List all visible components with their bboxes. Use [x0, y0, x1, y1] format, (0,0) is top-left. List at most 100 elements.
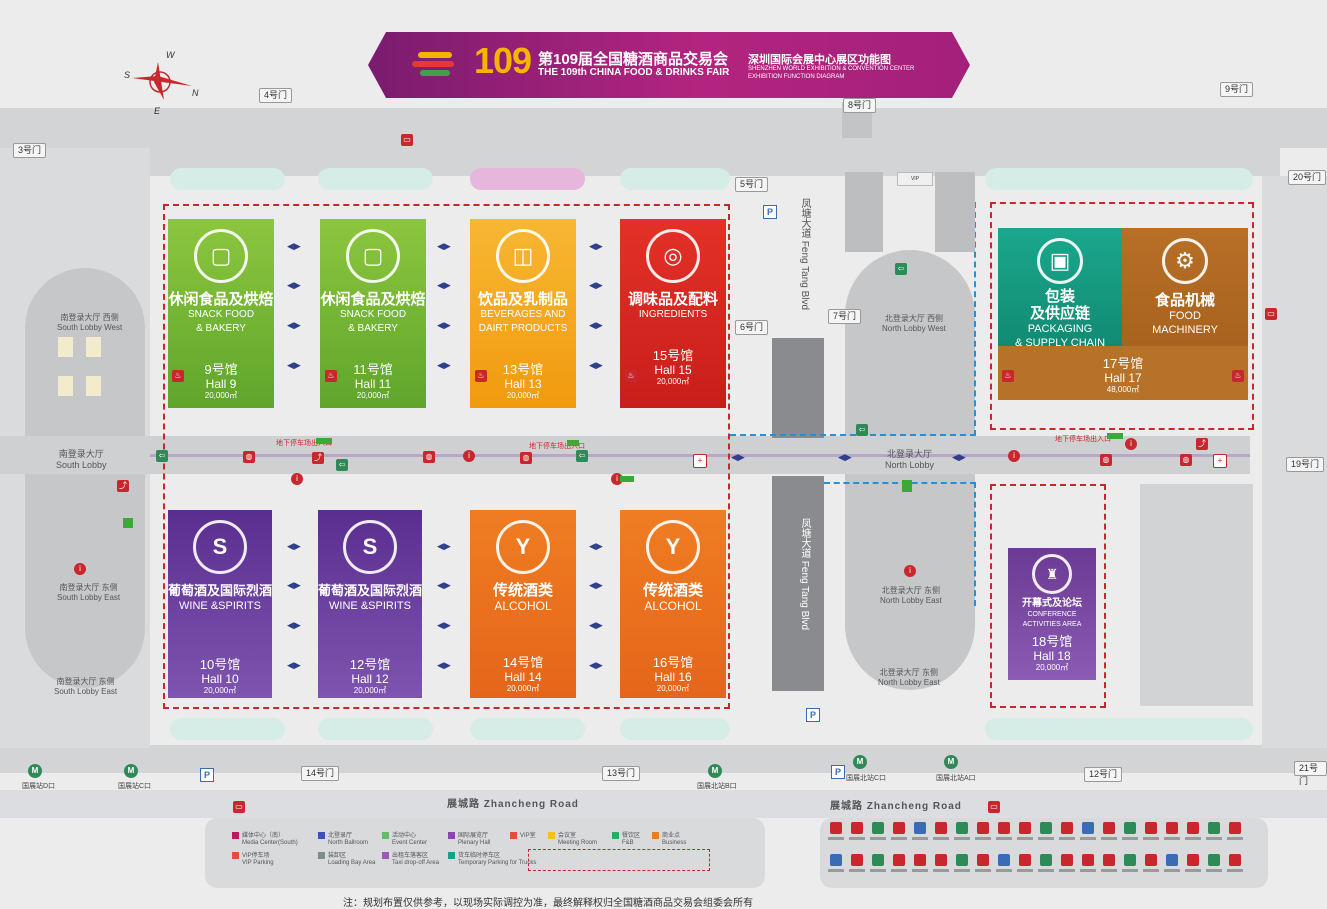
- gate-19[interactable]: 19号门: [1286, 457, 1325, 472]
- hall-16[interactable]: Y 传统酒类 ALCOHOL 16号馆 Hall 16 20,000㎡: [620, 510, 726, 698]
- exit-icon[interactable]: ⇦: [576, 450, 588, 462]
- hall-number-en: Hall 9: [205, 377, 237, 391]
- legend-symbol-icon: [1019, 822, 1031, 834]
- hall-category-cn: 葡萄酒及国际烈酒: [318, 583, 423, 598]
- hall-number-en: Hall 10: [201, 672, 239, 686]
- hall-17-machinery[interactable]: ⚙ 食品机械 FOOD MACHINERY: [1122, 228, 1248, 346]
- info-icon[interactable]: i: [74, 563, 86, 575]
- first-aid-icon[interactable]: +: [1213, 454, 1227, 468]
- legend-symbol-caption: [912, 869, 928, 872]
- compass-e: E: [154, 106, 161, 116]
- gate-6[interactable]: 6号门: [735, 320, 769, 335]
- metro-icon[interactable]: M: [708, 764, 722, 778]
- gate-12[interactable]: 12号门: [1084, 767, 1123, 782]
- hall-11[interactable]: ▢ 休闲食品及烘焙 SNACK FOOD & BAKERY 11号馆 Hall …: [320, 219, 426, 408]
- parking-icon[interactable]: P: [806, 708, 820, 722]
- legend-symbol-icon: [851, 854, 863, 866]
- legend-symbol-caption: [1122, 869, 1138, 872]
- hall-area: 48,000㎡: [1106, 385, 1140, 394]
- gate-21[interactable]: 21号门: [1294, 761, 1327, 786]
- hall-category-cn: 传统酒类: [492, 582, 553, 599]
- legend-symbol-grid: [828, 822, 1260, 884]
- pavilion: [86, 376, 101, 396]
- compass-w: W: [166, 50, 175, 60]
- info-icon[interactable]: i: [463, 450, 475, 462]
- exit-icon[interactable]: ⇦: [336, 459, 348, 471]
- metro-icon[interactable]: M: [28, 764, 42, 778]
- hall-17[interactable]: ▣ 包装 及供应链 PACKAGING & SUPPLY CHAIN ⚙ 食品机…: [998, 228, 1248, 400]
- legend-symbol-icon: [998, 854, 1010, 866]
- parking-icon[interactable]: P: [200, 768, 214, 782]
- hall-15[interactable]: ◎ 调味品及配料 INGREDIENTS 15号馆 Hall 15 20,000…: [620, 219, 726, 408]
- arrow-icon: ◀▶: [287, 360, 301, 370]
- arrow-icon: ◀▶: [287, 620, 301, 630]
- legend-symbol-caption: [1227, 869, 1243, 872]
- hall-13[interactable]: ◫ 饮品及乳制品 BEVERAGES AND DAIRT PRODUCTS 13…: [470, 219, 576, 408]
- legend-symbol-icon: [830, 854, 842, 866]
- metro-icon[interactable]: M: [853, 755, 867, 769]
- hall-category-cn: 饮品及乳制品: [477, 291, 568, 308]
- hall-19-block: [1140, 484, 1253, 706]
- parking-icon[interactable]: P: [763, 205, 777, 219]
- metro-label: 国展站D口: [22, 783, 56, 790]
- info-icon[interactable]: i: [1008, 450, 1020, 462]
- exit-icon[interactable]: ⇦: [895, 263, 907, 275]
- hall-12[interactable]: S 葡萄酒及国际烈酒 WINE &SPIRITS 12号馆 Hall 12 20…: [318, 510, 422, 698]
- info-icon[interactable]: i: [1125, 438, 1137, 450]
- gate-13[interactable]: 13号门: [602, 766, 641, 781]
- car-icon: ▭: [401, 134, 413, 146]
- info-icon[interactable]: i: [904, 565, 916, 577]
- metro-icon[interactable]: M: [944, 755, 958, 769]
- hall-area: 20,000㎡: [656, 377, 690, 386]
- zone-hall-17: [990, 202, 1254, 430]
- gate-4[interactable]: 4号门: [259, 88, 293, 103]
- parking-icon[interactable]: P: [831, 765, 845, 779]
- lawn: [318, 168, 433, 190]
- green-marker: [902, 480, 912, 492]
- gate-9[interactable]: 9号门: [1220, 82, 1254, 97]
- garage-entrance-label: 地下停车场出入口: [276, 440, 332, 447]
- gate-3[interactable]: 3号门: [13, 143, 47, 158]
- hall-18[interactable]: ♜ 开幕式及论坛 CONFERENCE ACTIVITIES AREA 18号馆…: [1008, 548, 1096, 680]
- gate-7[interactable]: 7号门: [828, 309, 862, 324]
- arrow-icon: ◀▶: [437, 620, 451, 630]
- legend-symbol-icon: [935, 854, 947, 866]
- hall-number-en: Hall 14: [504, 670, 542, 684]
- legend-symbol-icon: [1019, 854, 1031, 866]
- arrow-icon: ◀▶: [589, 580, 603, 590]
- hall-17-packaging[interactable]: ▣ 包装 及供应链 PACKAGING & SUPPLY CHAIN: [998, 228, 1122, 349]
- lawn: [620, 718, 730, 740]
- gate-20[interactable]: 20号门: [1288, 170, 1327, 185]
- toilet-icon: ◍: [423, 451, 435, 463]
- gate-14[interactable]: 14号门: [301, 766, 340, 781]
- hall-number-en: Hall 16: [654, 670, 692, 684]
- hall-number-en: Hall 11: [354, 377, 392, 391]
- map-subtitle-en1: SHENZHEN WORLD EXHIBITION & CONVENTION C…: [748, 66, 915, 72]
- gate-8[interactable]: 8号门: [843, 98, 877, 113]
- exit-icon[interactable]: ⇦: [156, 450, 168, 462]
- footnote: 注：规划布置仅供参考，以现场实际调控为准，最终解释权归全国糖酒商品交易会组委会所…: [343, 898, 753, 909]
- legend-symbol-icon: [1208, 854, 1220, 866]
- legend-symbol-icon: [1229, 822, 1241, 834]
- legend-symbol-caption: [1038, 869, 1054, 872]
- legend-item: 媒体中心（南）Media Center(South): [232, 832, 298, 847]
- metro-icon[interactable]: M: [124, 764, 138, 778]
- compass-icon: N W E S: [118, 42, 208, 122]
- legend-symbol-caption: [870, 869, 886, 872]
- hall-area: 20,000㎡: [506, 391, 540, 400]
- hall-9[interactable]: ▢ 休闲食品及烘焙 SNACK FOOD & BAKERY 9号馆 Hall 9…: [168, 219, 274, 408]
- first-aid-icon[interactable]: +: [693, 454, 707, 468]
- hall-10[interactable]: S 葡萄酒及国际烈酒 WINE &SPIRITS 10号馆 Hall 10 20…: [168, 510, 272, 698]
- hall-area: 20,000㎡: [506, 684, 540, 693]
- exit-icon[interactable]: ⇦: [856, 424, 868, 436]
- legend-symbol-caption: [933, 869, 949, 872]
- gate-5[interactable]: 5号门: [735, 177, 769, 192]
- hall-number-cn: 11号馆: [353, 362, 393, 377]
- info-icon[interactable]: i: [291, 473, 303, 485]
- hall-14[interactable]: Y 传统酒类 ALCOHOL 14号馆 Hall 14 20,000㎡: [470, 510, 576, 698]
